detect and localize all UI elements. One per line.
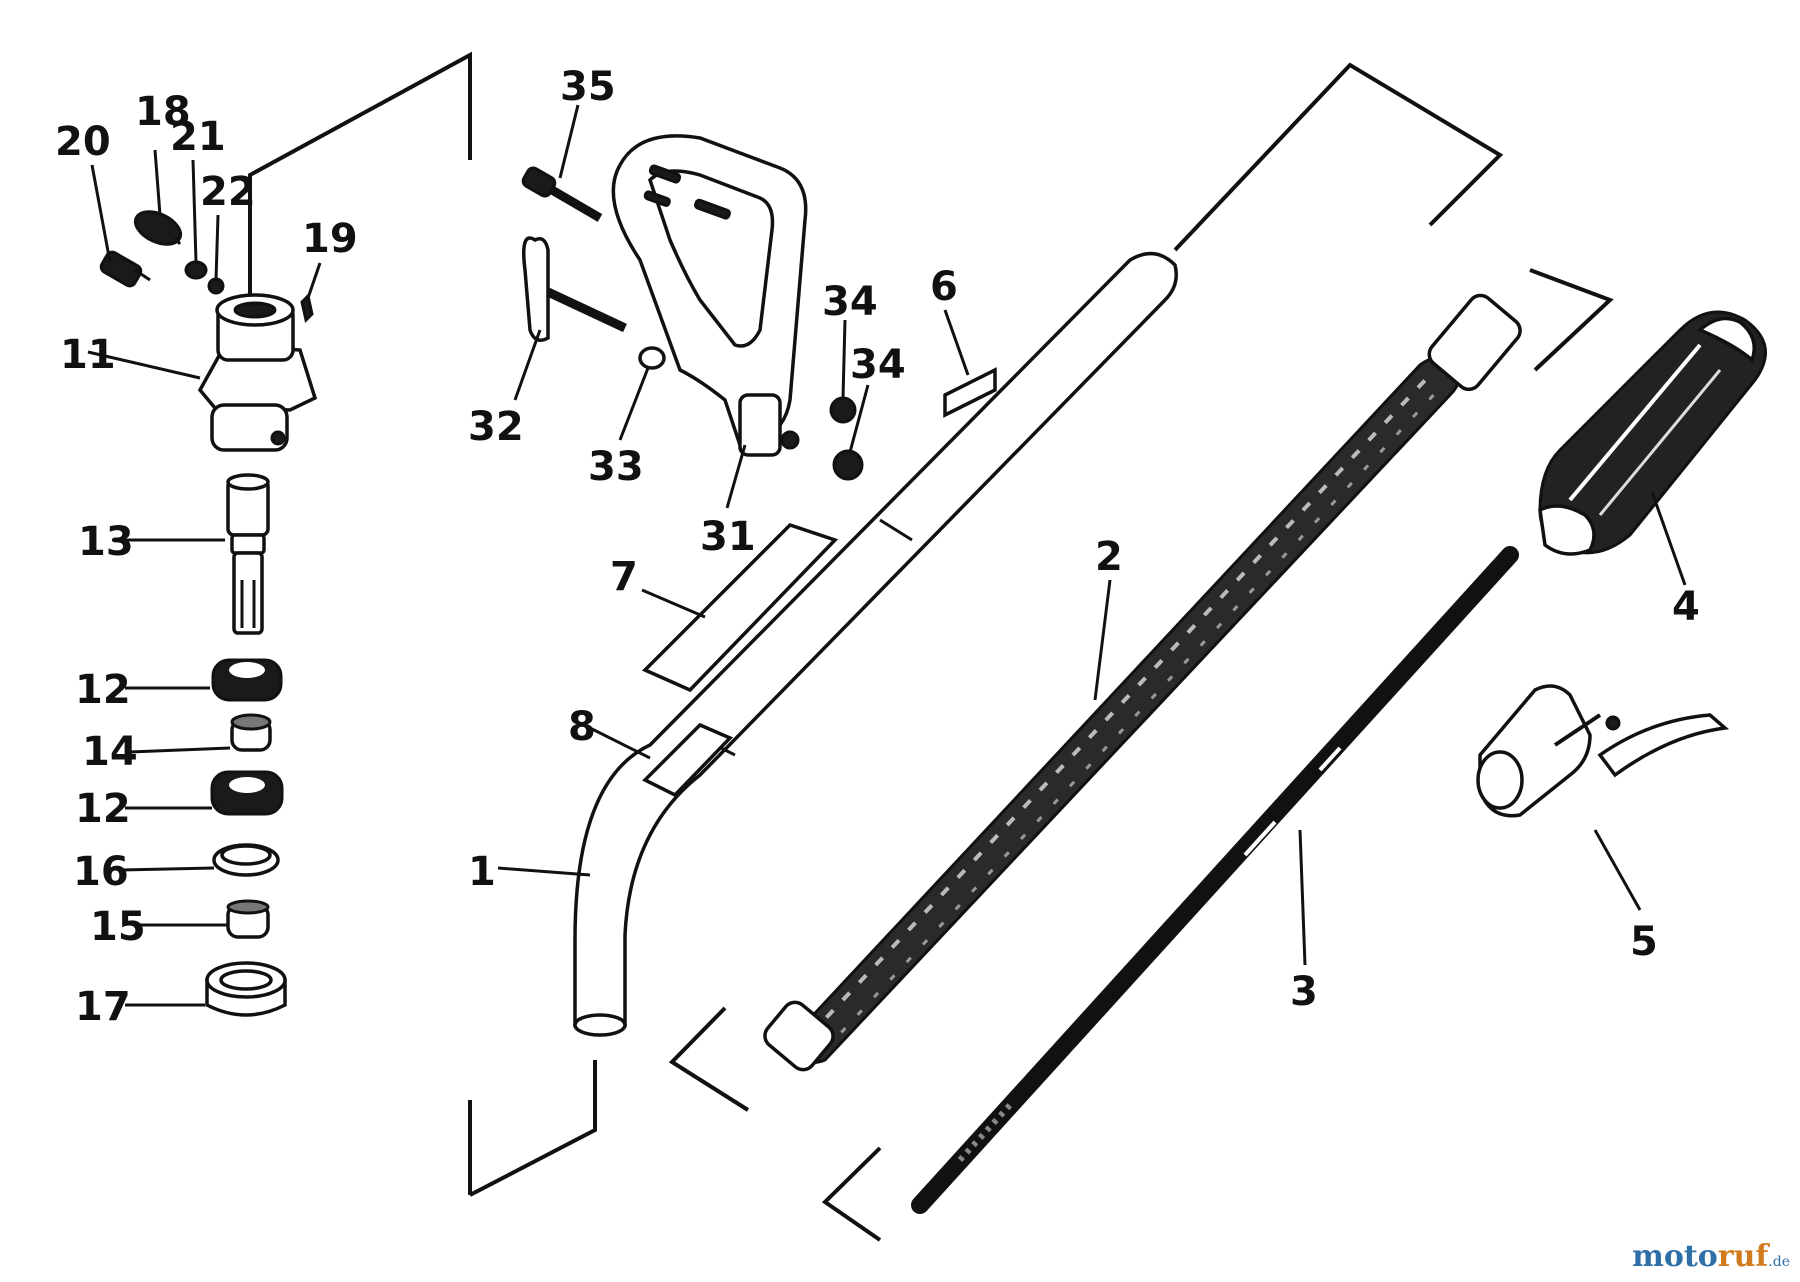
watermark-part3: .de	[1768, 1254, 1790, 1270]
watermark-part2: ruf	[1717, 1239, 1769, 1274]
part-32-knob	[522, 236, 627, 342]
callout-12-upper: 12	[75, 667, 131, 713]
part-12-bearing-lower	[210, 770, 284, 816]
callout-12-lower: 12	[75, 786, 131, 832]
part-35-bolt	[521, 166, 603, 222]
part-1-outer-tube	[573, 251, 1178, 1037]
part-21-nut	[184, 260, 208, 280]
callout-6: 6	[930, 264, 958, 310]
callout-19: 19	[302, 216, 358, 262]
callout-15: 15	[90, 904, 146, 950]
part-33-washer	[638, 346, 666, 370]
watermark-logo: motoruf.de	[1632, 1239, 1790, 1274]
part-3-drive-cable	[911, 546, 1519, 1214]
callout-14: 14	[82, 729, 138, 775]
part-12-bearing-upper	[211, 658, 283, 702]
part-2-sheath	[763, 293, 1522, 1072]
callout-21: 21	[170, 114, 226, 160]
callout-2: 2	[1095, 534, 1123, 580]
callout-33: 33	[588, 444, 644, 490]
part-4-grip	[1538, 310, 1767, 556]
part-20-screw	[99, 250, 151, 288]
part-34-nut-lower	[832, 449, 864, 481]
callout-3: 3	[1290, 969, 1318, 1015]
part-6-decal	[943, 367, 997, 418]
callout-34-upper: 34	[822, 279, 878, 325]
callout-1: 1	[468, 849, 496, 895]
callout-17: 17	[75, 984, 131, 1030]
callout-11: 11	[60, 332, 116, 378]
callout-18: 18	[135, 89, 191, 135]
part-15-nut	[226, 899, 270, 939]
callout-35: 35	[560, 64, 616, 110]
part-17-cap	[205, 961, 287, 1017]
callout-4: 4	[1672, 584, 1700, 630]
part-34-nut-upper	[829, 396, 857, 424]
part-18-bolt	[133, 210, 183, 246]
callout-34-lower: 34	[850, 342, 906, 388]
callout-7: 7	[610, 554, 638, 600]
callout-20: 20	[55, 119, 111, 165]
part-22-washer	[207, 277, 225, 295]
callout-31: 31	[700, 514, 756, 560]
part-16-ring	[212, 843, 280, 877]
callout-labels: 20 18 21 22 19 11 13 12 14 12 16 15 17 3…	[55, 64, 1700, 1030]
callout-8: 8	[568, 704, 596, 750]
watermark-part1: moto	[1632, 1239, 1718, 1274]
part-11-housing	[197, 293, 318, 452]
callout-32: 32	[468, 404, 524, 450]
callout-16: 16	[73, 849, 129, 895]
part-5-throttle	[1476, 684, 1730, 818]
callout-22: 22	[200, 169, 256, 215]
callout-13: 13	[78, 519, 134, 565]
part-14-spacer	[230, 713, 272, 752]
leader-lines	[87, 104, 1687, 1007]
part-13-shaft	[226, 473, 270, 635]
part-19-pin	[300, 293, 314, 323]
part-7-label	[641, 522, 839, 693]
callout-5: 5	[1630, 919, 1658, 965]
bracket-lines	[248, 51, 1614, 1242]
part-31-guard-handle	[611, 134, 808, 457]
